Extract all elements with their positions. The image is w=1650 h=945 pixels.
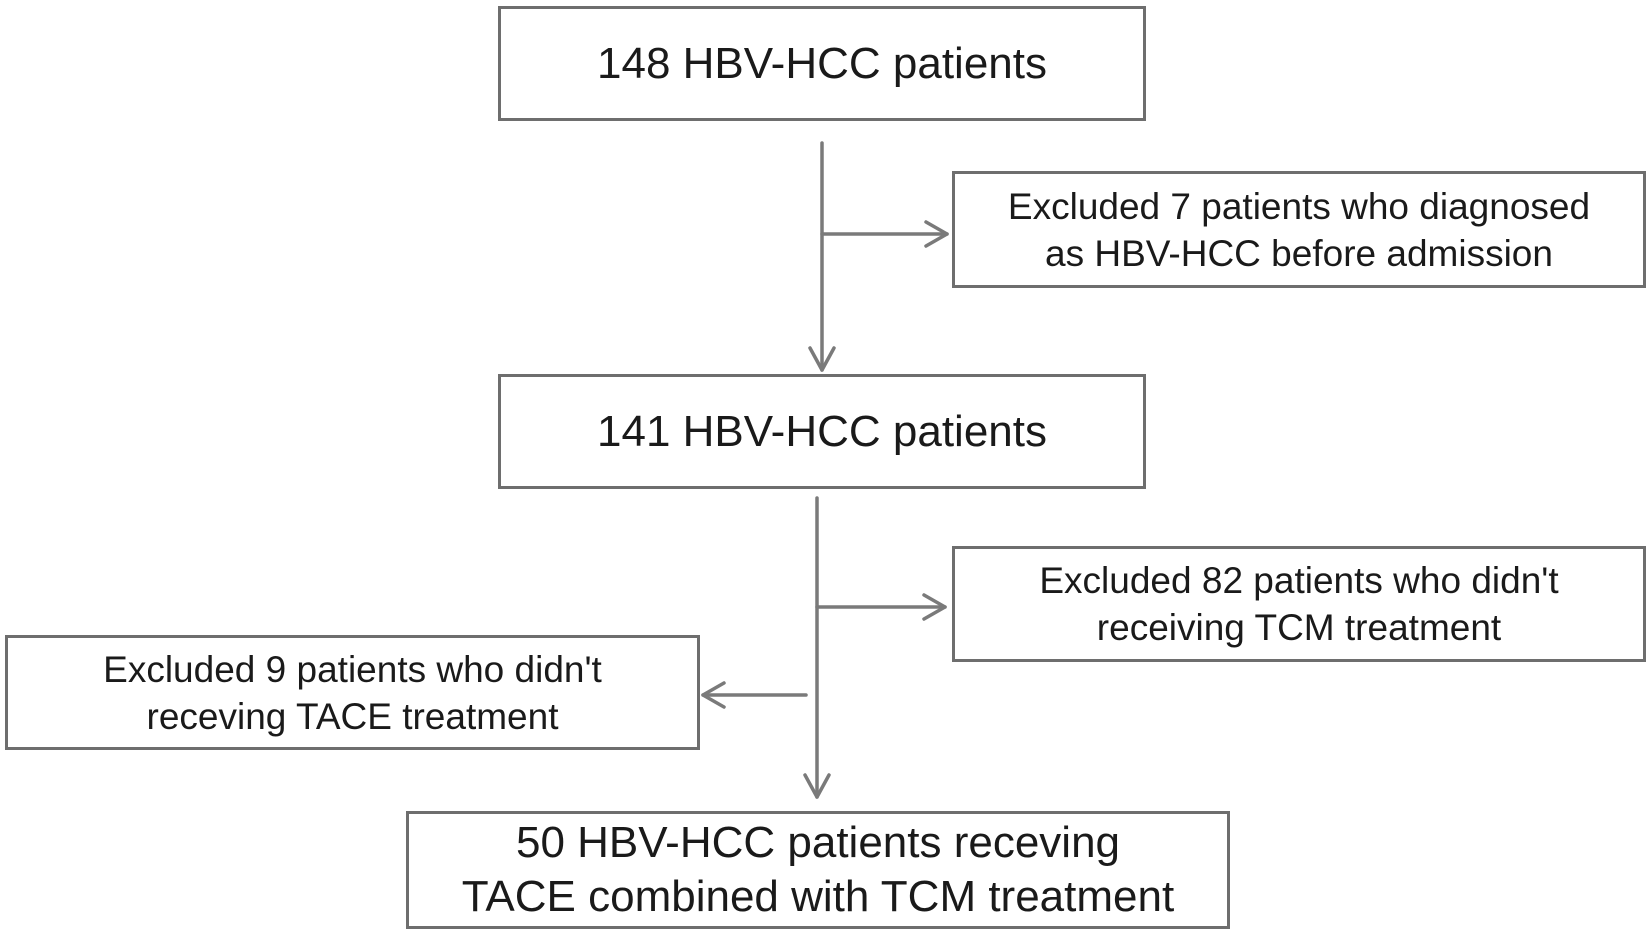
excluded-7-line-1: Excluded 7 patients who diagnosed	[1007, 185, 1591, 227]
excluded-9-line-1: Excluded 9 patients who didn't	[103, 648, 602, 690]
excluded-7-line-2: as HBV-HCC before admission	[1045, 232, 1553, 274]
box-excluded-7: Excluded 7 patients who diagnosed as HBV…	[952, 171, 1646, 288]
box-50-line-2: TACE combined with TCM treatment	[461, 872, 1175, 921]
arrowhead-to-141	[808, 346, 836, 372]
box-148-text: 148 HBV-HCC patients	[597, 38, 1047, 88]
box-excluded-9: Excluded 9 patients who didn't receving …	[5, 635, 700, 750]
arrowhead-to-excluded-9	[701, 681, 726, 709]
arrowhead-to-excluded-82	[922, 593, 947, 621]
box-141-text: 141 HBV-HCC patients	[597, 406, 1047, 456]
excluded-9-line-2: receving TACE treatment	[146, 695, 559, 737]
box-141-patients: 141 HBV-HCC patients	[498, 374, 1146, 489]
arrowhead-to-excluded-7	[924, 220, 949, 248]
excluded-82-line-2: receiving TCM treatment	[1096, 607, 1502, 648]
arrowhead-to-50	[803, 773, 831, 799]
box-148-patients: 148 HBV-HCC patients	[498, 6, 1146, 121]
excluded-82-line-1: Excluded 82 patients who didn't	[1039, 560, 1559, 601]
box-50-line-1: 50 HBV-HCC patients receving	[515, 818, 1121, 867]
box-50-patients: 50 HBV-HCC patients receving TACE combin…	[406, 811, 1230, 929]
box-excluded-82: Excluded 82 patients who didn't receivin…	[952, 546, 1646, 662]
